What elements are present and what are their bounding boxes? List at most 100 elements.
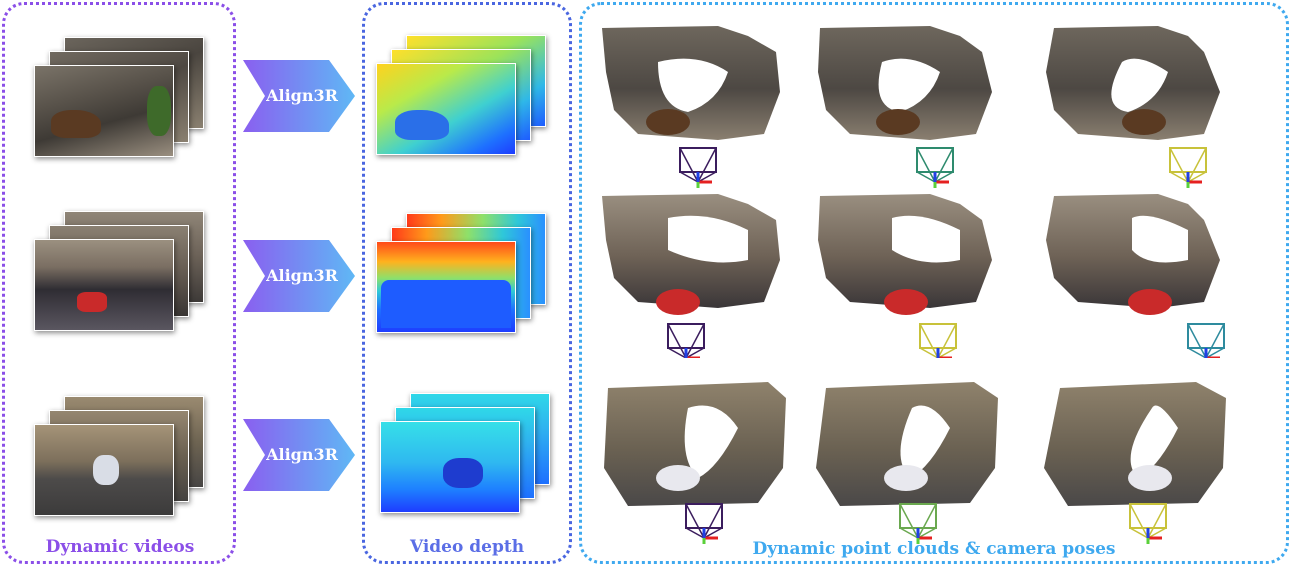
camera-pose-icon — [919, 323, 957, 358]
frustum-edge — [1147, 527, 1167, 539]
frustum-edge — [917, 527, 937, 539]
point-cloud-occlusion-gap — [658, 58, 728, 112]
camera-frustum — [1169, 147, 1207, 173]
depth-frame-front — [376, 63, 516, 155]
depth-frame-front — [380, 421, 520, 513]
camera-frustum — [1129, 503, 1167, 529]
foreground-subject — [884, 289, 928, 315]
foreground-subject — [884, 465, 928, 491]
point-cloud-occlusion-gap — [1130, 405, 1178, 478]
frustum-edge — [703, 503, 723, 539]
frustum-edge — [899, 527, 919, 539]
point-cloud-occlusion-gap — [878, 58, 940, 112]
frustum-edge — [679, 147, 699, 183]
frustum-edge — [1129, 527, 1149, 539]
bear-figure — [51, 110, 101, 138]
frustum-edge — [917, 503, 937, 539]
frustum-edge — [1129, 503, 1149, 539]
camera-frustum — [899, 503, 937, 529]
panel-point-clouds — [579, 2, 1289, 564]
frustum-edge — [1169, 171, 1189, 183]
frustum-edge — [916, 171, 936, 183]
align3r-label: Align3R — [266, 445, 338, 464]
dancer-figure — [93, 455, 119, 485]
point-cloud-breakdance — [598, 190, 793, 358]
foreground-subject — [656, 465, 700, 491]
camera-pose-icon — [916, 147, 954, 188]
frustum-edge — [667, 323, 687, 358]
point-cloud-occlusion-gap — [668, 215, 748, 263]
frustum-edge — [679, 171, 699, 183]
point-cloud-occlusion-gap — [900, 405, 950, 478]
point-cloud-dancer — [810, 378, 1005, 546]
frustum-edge — [1187, 171, 1207, 183]
frustum-edge — [697, 147, 717, 183]
camera-frustum — [685, 503, 723, 529]
frustum-edge — [685, 503, 705, 539]
frustum-edge — [1205, 347, 1225, 358]
frustum-edge — [899, 503, 919, 539]
frustum-edge — [934, 147, 954, 183]
camera-pose-icon — [899, 503, 937, 544]
camera-frustum — [916, 147, 954, 173]
frustum-edge — [1187, 347, 1207, 358]
crowd-depth-silhouette — [381, 280, 511, 328]
point-cloud-breakdance — [810, 190, 1005, 358]
depth-frame-front — [376, 241, 516, 333]
align3r-label: Align3R — [266, 266, 338, 285]
point-cloud-bear — [1038, 22, 1233, 190]
frustum-edge — [919, 323, 939, 358]
foreground-subject — [1128, 465, 1172, 491]
foreground-subject — [1122, 109, 1166, 135]
panel-dynamic-videos — [2, 2, 236, 564]
frustum-edge — [934, 171, 954, 183]
frustum-edge — [1187, 147, 1207, 183]
frustum-edge — [667, 347, 687, 358]
align3r-arrow: Align3R — [243, 419, 355, 491]
camera-frustum — [667, 323, 705, 349]
video-frame-front — [34, 424, 174, 516]
point-cloud-occlusion-gap — [684, 405, 738, 478]
frustum-edge — [703, 527, 723, 539]
point-cloud-occlusion-gap — [1132, 215, 1188, 263]
panel-title-point-clouds: Dynamic point clouds & camera poses — [752, 539, 1116, 559]
point-cloud-occlusion-gap — [1111, 58, 1168, 112]
point-cloud-dancer — [1038, 378, 1233, 546]
camera-pose-icon — [1169, 147, 1207, 188]
point-cloud-bear — [598, 22, 793, 190]
align3r-arrow: Align3R — [243, 60, 355, 132]
foreground-subject — [656, 289, 700, 315]
camera-pose-icon — [679, 147, 717, 188]
align3r-label: Align3R — [266, 86, 338, 105]
dancer-figure — [77, 292, 107, 312]
frustum-edge — [919, 347, 939, 358]
video-frame-front — [34, 65, 174, 157]
frustum-edge — [937, 347, 957, 358]
point-cloud-dancer — [598, 378, 793, 546]
panel-title-video-depth: Video depth — [409, 537, 525, 557]
camera-pose-icon — [667, 323, 705, 358]
frustum-edge — [685, 323, 705, 358]
camera-frustum — [679, 147, 717, 173]
camera-pose-icon — [685, 503, 723, 544]
frustum-edge — [697, 171, 717, 183]
foreground-subject — [646, 109, 690, 135]
align3r-arrow: Align3R — [243, 240, 355, 312]
frustum-edge — [1205, 323, 1225, 358]
video-frame-front — [34, 239, 174, 331]
bear-depth-silhouette — [395, 110, 449, 140]
camera-frustum — [919, 323, 957, 349]
frustum-edge — [1147, 503, 1167, 539]
frustum-edge — [916, 147, 936, 183]
camera-frustum — [1187, 323, 1225, 349]
dancer-depth-silhouette — [443, 458, 483, 488]
foreground-subject — [1128, 289, 1172, 315]
point-cloud-breakdance — [1038, 190, 1233, 358]
frustum-edge — [685, 527, 705, 539]
frustum-edge — [1187, 323, 1207, 358]
panel-video-depth — [362, 2, 572, 564]
foreground-subject — [876, 109, 920, 135]
point-cloud-occlusion-gap — [892, 215, 960, 263]
frustum-edge — [685, 347, 705, 358]
foliage — [147, 86, 171, 136]
